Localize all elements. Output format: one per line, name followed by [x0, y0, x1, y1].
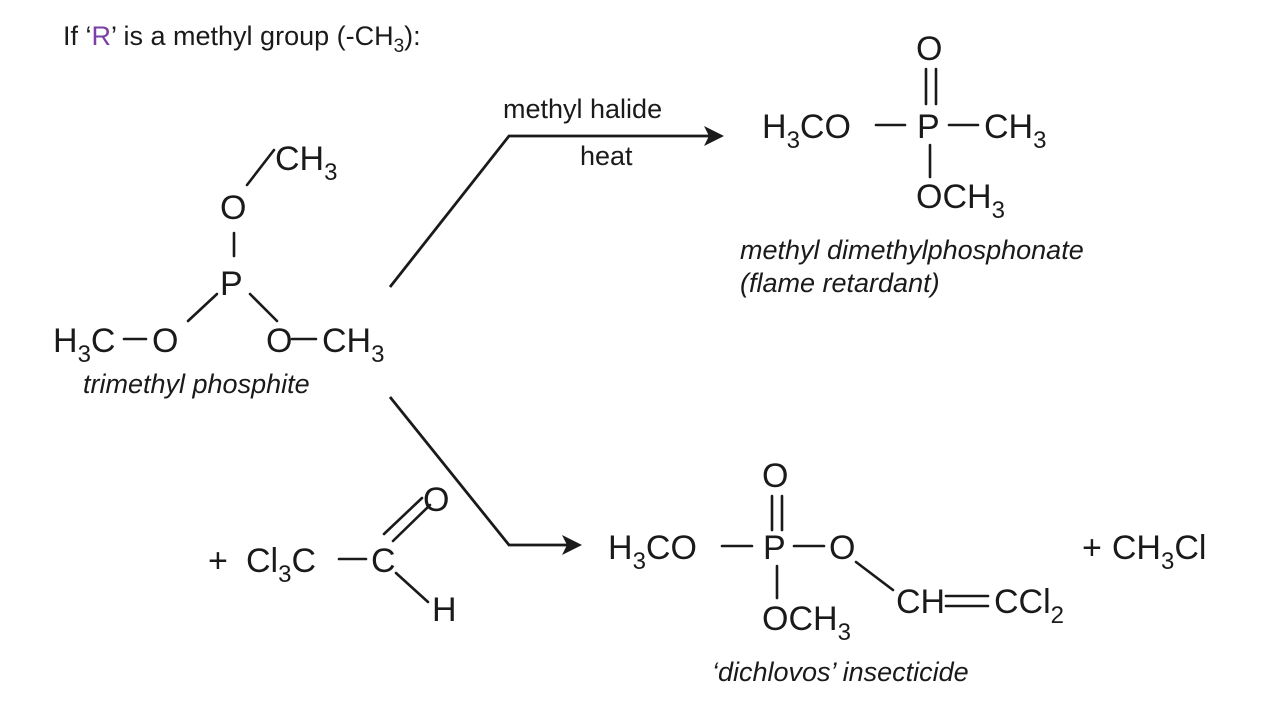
p1-double-bond-oxygen: O [916, 30, 942, 68]
top-oxygen-label: O [220, 189, 246, 227]
methyl-dimethylphosphonate-structure: O H3CO P CH3 OCH3 [762, 30, 1046, 224]
bond-p-left-o [186, 292, 219, 323]
p1-methyl-label: CH3 [984, 108, 1046, 154]
dichlorvos-structure: O H3CO P O OCH3 CH CCl2 +CH3Cl [608, 457, 1206, 646]
chloral-hydrogen: H [432, 591, 457, 629]
top-methyl-label: CH3 [275, 140, 337, 186]
p1-methoxy-label: H3CO [762, 108, 851, 154]
p2-bond-o-ch [854, 560, 895, 592]
reactant-name: trimethyl phosphite [83, 369, 310, 399]
lower-arrow-head [562, 535, 582, 555]
reagent-label: methyl halide [503, 94, 662, 124]
p1-lower-methoxy: OCH3 [916, 178, 1005, 224]
p1-phosphorus: P [917, 108, 940, 146]
chloral-carbonyl-carbon: C [371, 542, 396, 580]
chloral-carbonyl-oxygen: O [423, 481, 449, 519]
phosphorus-label: P [220, 265, 243, 303]
right-methyl-label: CH3 [322, 322, 384, 368]
bond-top-o-ch3 [245, 148, 276, 187]
p2-phosphorus: P [763, 529, 786, 567]
heading-text: If ‘R’ is a methyl group (-CH3): [63, 21, 421, 57]
right-oxygen-label: O [266, 322, 292, 360]
trimethyl-phosphite-structure: CH3 O P H3C O O CH3 [53, 140, 384, 368]
r-letter: R [92, 21, 112, 51]
lower-reaction-arrow [388, 396, 570, 547]
upper-reaction-arrow [388, 134, 712, 288]
product1-use: (flame retardant) [740, 268, 940, 298]
p2-double-bond-oxygen: O [762, 457, 788, 495]
p2-lower-methoxy: OCH3 [762, 600, 851, 646]
heat-label: heat [580, 141, 633, 171]
chloral-bond-c-h [394, 571, 430, 604]
chloral-double-bond-a [382, 496, 424, 536]
upper-arrow-head [704, 126, 724, 146]
chloromethane-label: +CH3Cl [1082, 529, 1206, 575]
p2-ester-oxygen: O [829, 529, 855, 567]
vinyl-ccl2-label: CCl2 [994, 583, 1064, 629]
chloral-ccl3-label: Cl3C [246, 542, 316, 588]
vinyl-ch-label: CH [896, 583, 945, 621]
chloral-plus-sign: + [208, 542, 228, 580]
left-oxygen-label: O [152, 322, 178, 360]
p2-methoxy-label: H3CO [608, 529, 697, 575]
bond-p-right-o [248, 292, 279, 323]
chloral-structure: + Cl3C C O H [208, 481, 457, 629]
chloral-double-bond-b [391, 503, 432, 543]
left-methoxy-label: H3C [53, 322, 115, 368]
product1-name: methyl dimethylphosphonate [740, 235, 1084, 265]
product2-name: ‘dichlovos’ insecticide [712, 657, 969, 687]
